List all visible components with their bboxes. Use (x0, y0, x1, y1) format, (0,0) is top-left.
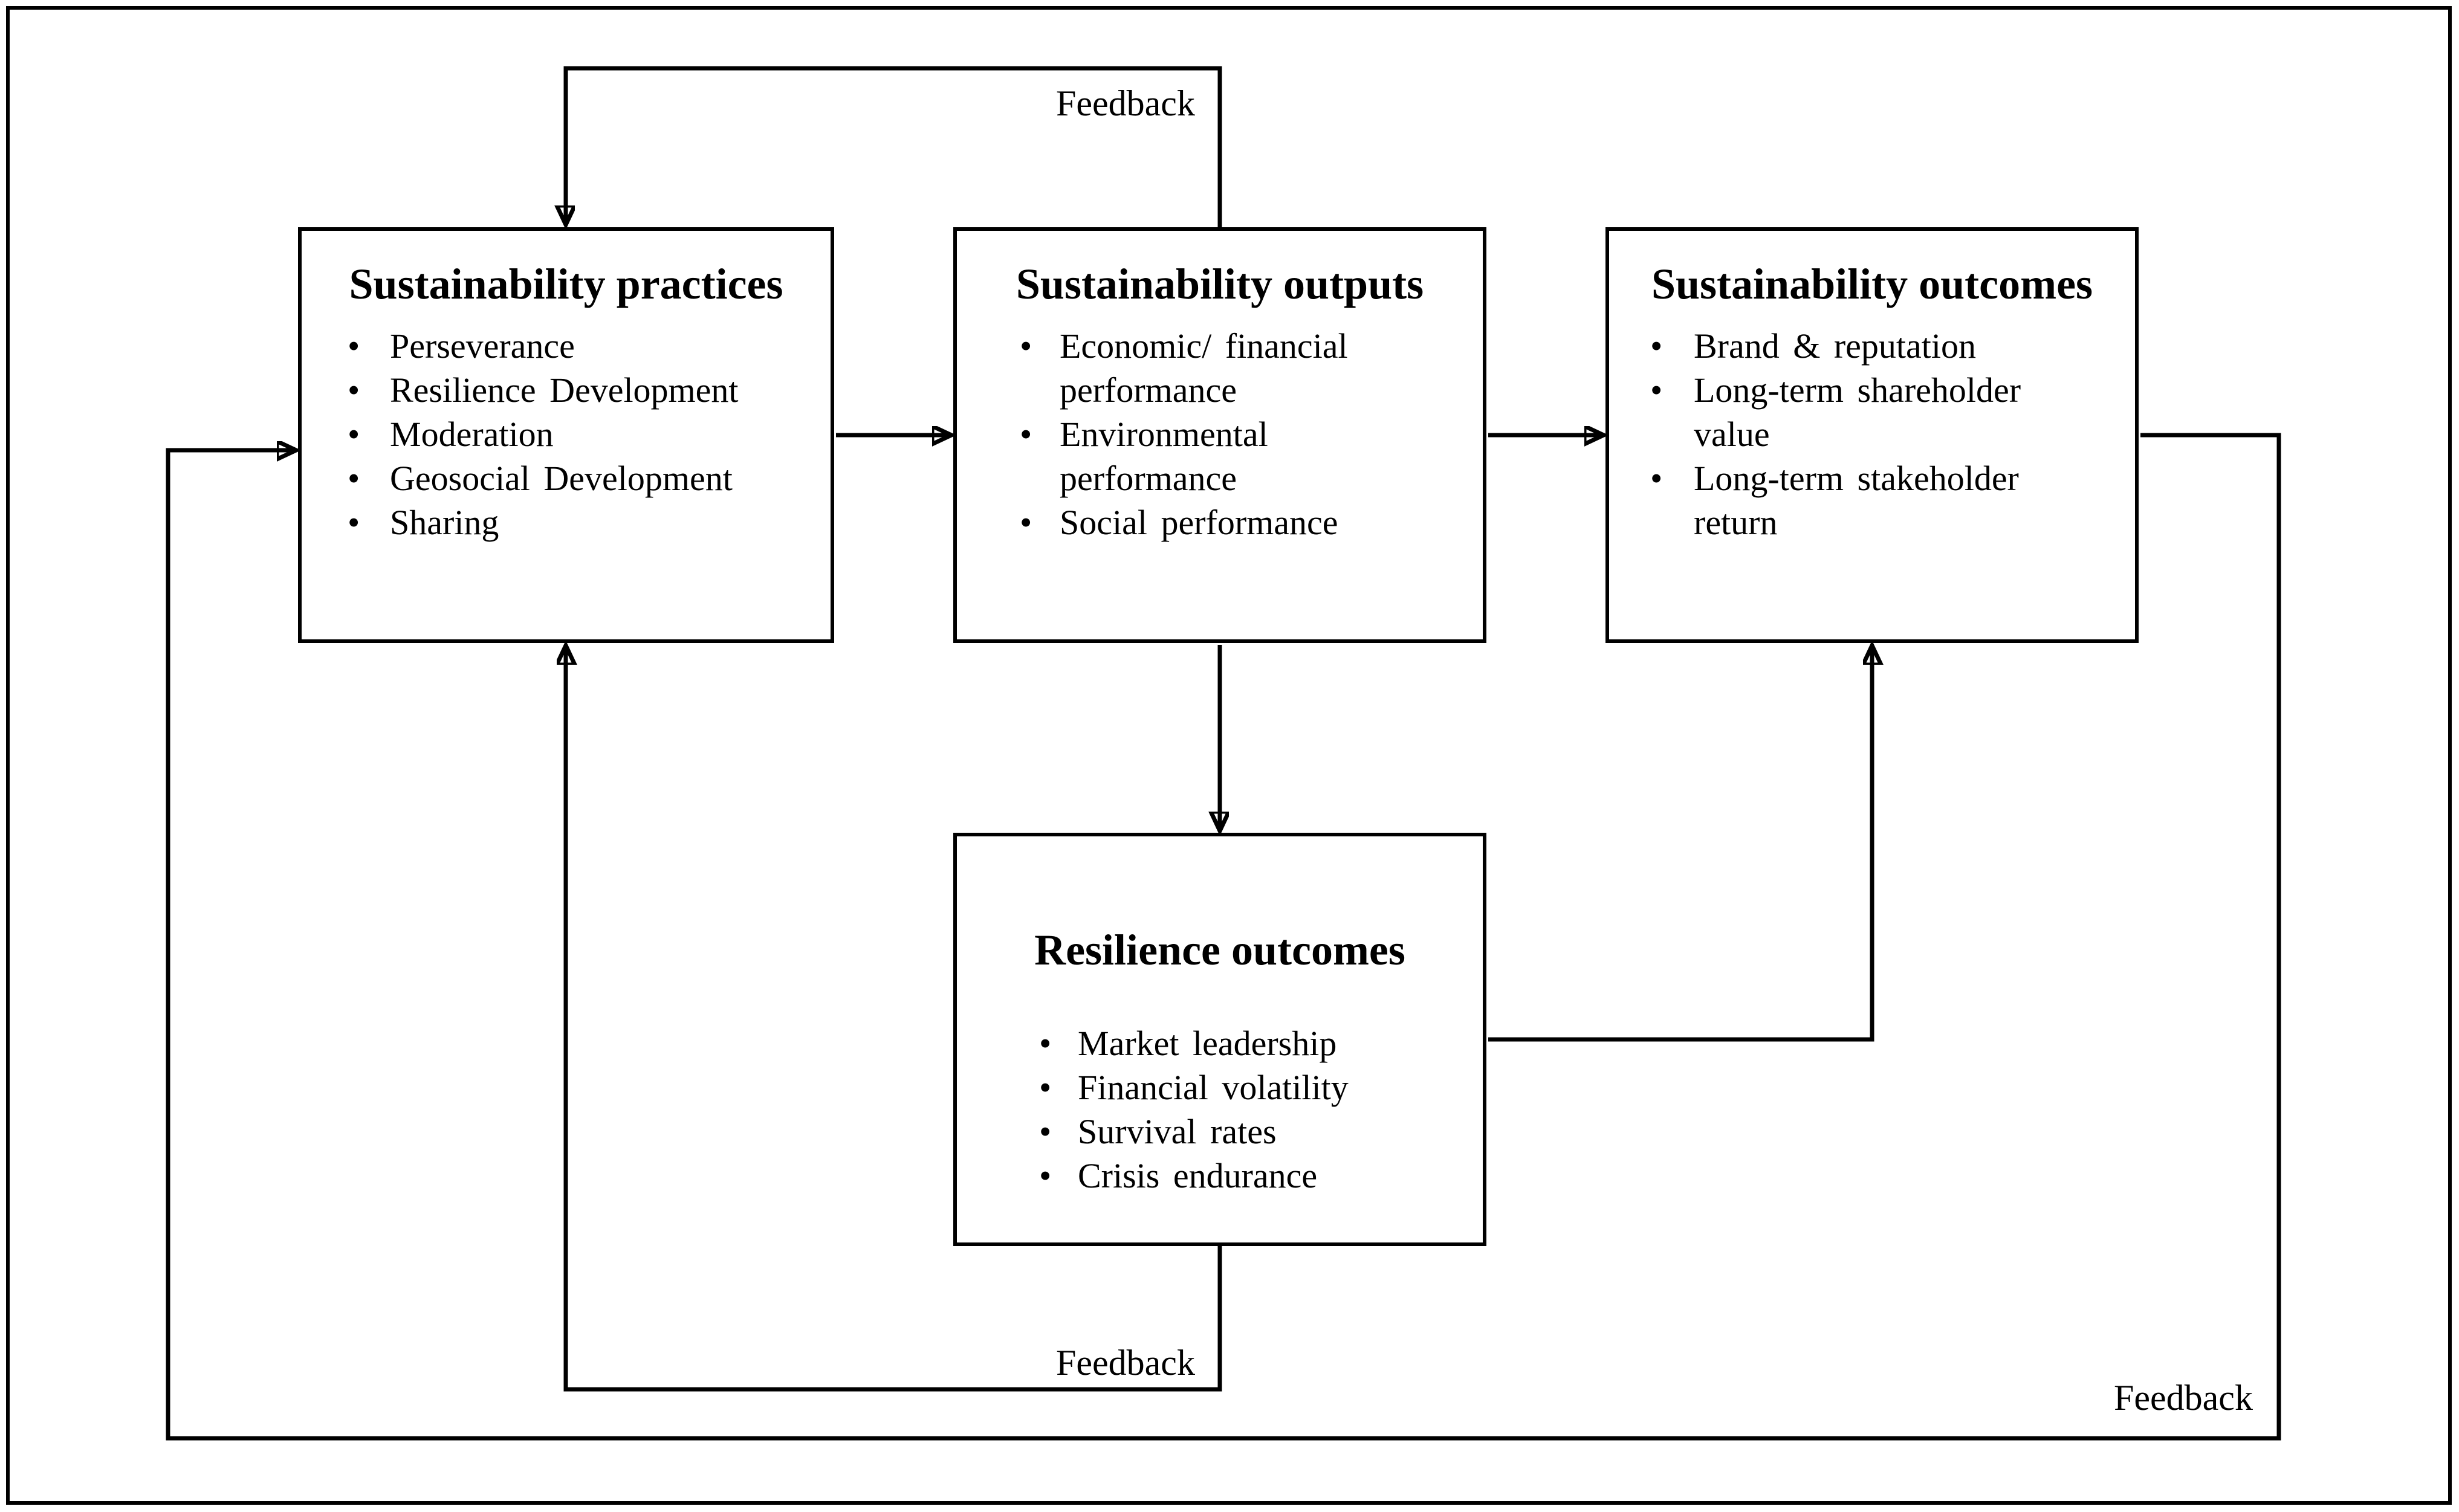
feedback-loop-top (566, 66, 1222, 229)
box-sustainability-outcomes: Sustainability outcomes • Brand & reputa… (1605, 227, 2139, 643)
list-item-text: Survival rates (1078, 1112, 1277, 1151)
list-item: • Market leadership (957, 1021, 1483, 1065)
list-item: • Financial volatility (957, 1065, 1483, 1110)
list-item: • Resilience Development (302, 368, 831, 412)
bullet-icon: • (1039, 1024, 1052, 1063)
list-item: • Long-term shareholder value (1609, 368, 2135, 456)
bullet-icon: • (348, 503, 360, 542)
feedback-loop-outer (166, 433, 2281, 1441)
bullet-icon: • (348, 326, 360, 366)
bullet-icon: • (1020, 503, 1032, 542)
bullet-icon: • (1039, 1068, 1052, 1107)
bullet-icon: • (1650, 370, 1663, 410)
box-sustainability-practices: Sustainability practices • Perseverance … (298, 227, 834, 643)
bullet-icon: • (1650, 459, 1663, 498)
list-item-text: Brand & reputation (1694, 326, 1977, 366)
bullet-icon: • (348, 415, 360, 454)
list-item: • Environmental performance (957, 412, 1483, 500)
bullet-icon: • (348, 370, 360, 410)
list-item-text: Environmental performance (1060, 415, 1268, 498)
box-title: Resilience outcomes (1034, 926, 1405, 974)
list-item-text: Economic/ financial performance (1060, 326, 1348, 410)
box-title: Sustainability outputs (1016, 260, 1424, 308)
list-item: • Perseverance (302, 324, 831, 368)
list-item-text: Geosocial Development (390, 459, 733, 498)
figure-border (6, 6, 2452, 1505)
list-item-text: Resilience Development (390, 370, 739, 410)
list-item-text: Financial volatility (1078, 1068, 1349, 1107)
bullet-icon: • (1020, 326, 1032, 366)
box-item-list: • Perseverance • Resilience Development … (302, 324, 831, 544)
list-item: • Survival rates (957, 1110, 1483, 1154)
list-item-text: Sharing (390, 503, 499, 542)
list-item: • Economic/ financial performance (957, 324, 1483, 412)
list-item-text: Social performance (1060, 503, 1338, 542)
bullet-icon: • (348, 459, 360, 498)
list-item: • Crisis endurance (957, 1154, 1483, 1198)
list-item-text: Crisis endurance (1078, 1156, 1318, 1195)
box-item-list: • Market leadership • Financial volatili… (957, 1021, 1483, 1198)
list-item-text: Long-term stakeholder return (1694, 459, 2019, 542)
list-item-text: Long-term shareholder value (1694, 370, 2021, 454)
box-item-list: • Brand & reputation • Long-term shareho… (1609, 324, 2135, 544)
feedback-loop-bottom (566, 647, 1222, 1392)
bullet-icon: • (1020, 415, 1032, 454)
bullet-icon: • (1650, 326, 1663, 366)
list-item: • Moderation (302, 412, 831, 456)
box-title: Sustainability practices (349, 260, 783, 308)
feedback-label-bottom: Feedback (1056, 1343, 1195, 1383)
box-title: Sustainability outcomes (1651, 260, 2093, 308)
list-item: • Social performance (957, 500, 1483, 544)
list-item: • Sharing (302, 500, 831, 544)
feedback-label-outer: Feedback (2114, 1378, 2253, 1418)
box-resilience-outcomes: Resilience outcomes • Market leadership … (953, 833, 1486, 1246)
box-item-list: • Economic/ financial performance • Envi… (957, 324, 1483, 544)
feedback-label-top: Feedback (1056, 83, 1195, 123)
arrow-resilience-to-outcomes (1488, 647, 1872, 1042)
list-item-text: Moderation (390, 415, 554, 454)
list-item-text: Market leadership (1078, 1024, 1337, 1063)
list-item: • Long-term stakeholder return (1609, 456, 2135, 544)
list-item: • Brand & reputation (1609, 324, 2135, 368)
list-item: • Geosocial Development (302, 456, 831, 500)
bullet-icon: • (1039, 1156, 1052, 1195)
list-item-text: Perseverance (390, 326, 575, 366)
box-sustainability-outputs: Sustainability outputs • Economic/ finan… (953, 227, 1486, 643)
bullet-icon: • (1039, 1112, 1052, 1151)
